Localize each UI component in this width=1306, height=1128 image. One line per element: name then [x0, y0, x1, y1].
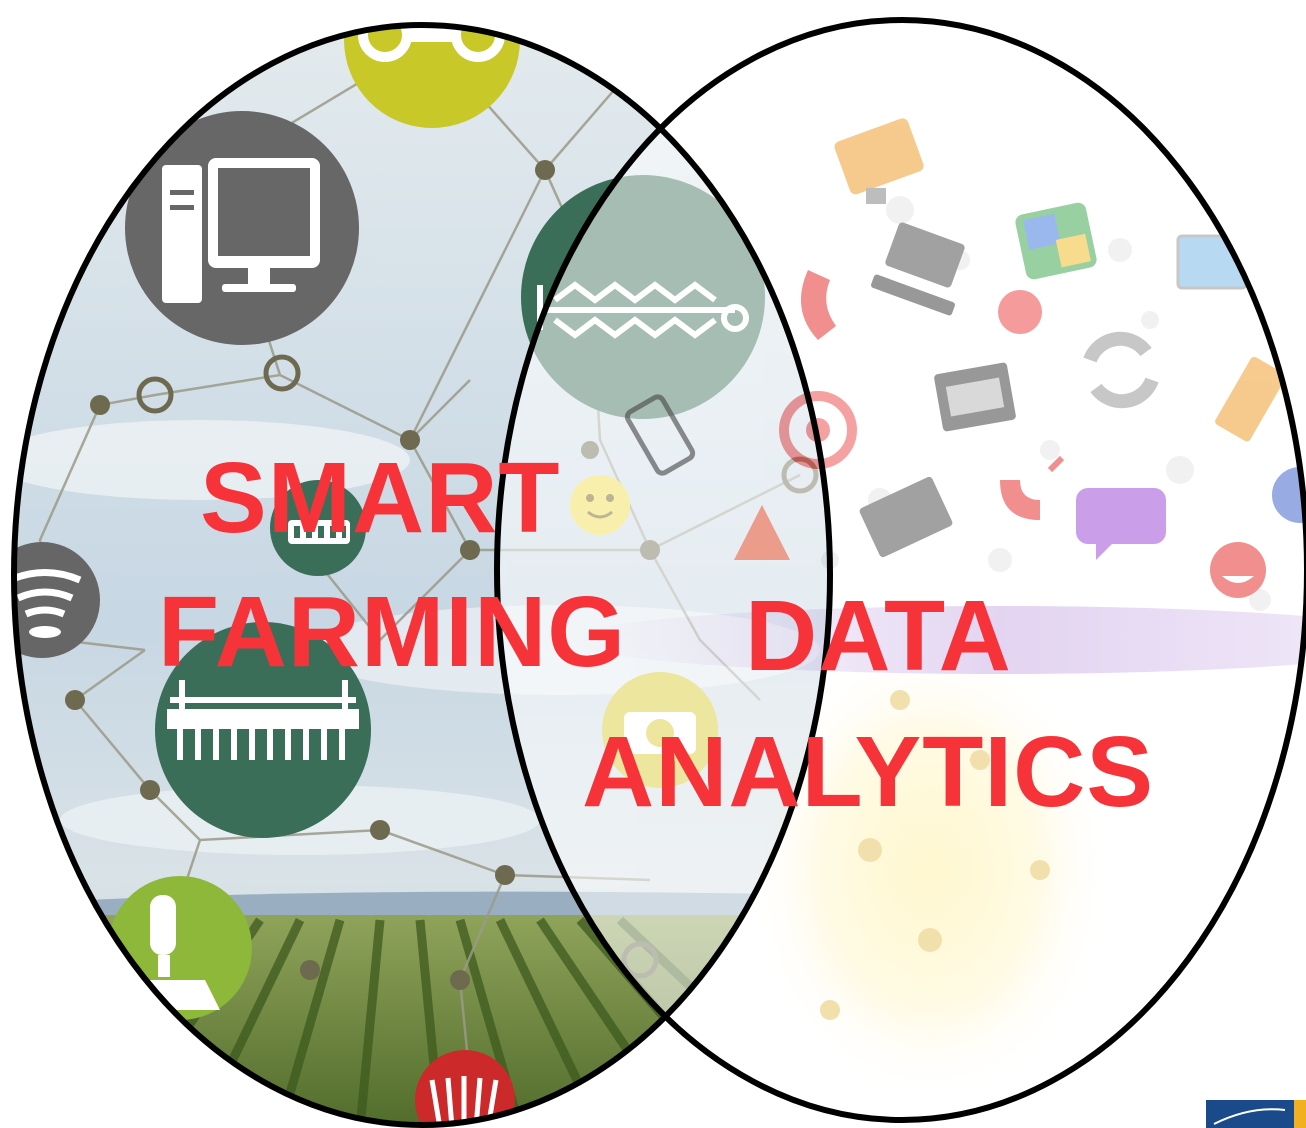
joystick-icon: [108, 876, 252, 1020]
data-analytics-circle: [494, 17, 1306, 1123]
sensor-node-icon: [270, 480, 366, 576]
smart-farming-circle: [11, 22, 833, 1128]
computer-icon: [125, 111, 359, 345]
sync-icon: [1083, 331, 1159, 409]
bulb-icon: [820, 690, 1050, 1020]
smartphone-icon: [624, 394, 696, 476]
data-label: DATA: [745, 580, 1012, 692]
chat-bubble-icon: [1076, 488, 1166, 560]
laptop-icon: [871, 222, 965, 316]
devil-smiley-icon: [1210, 542, 1266, 598]
magnet-icon: [1000, 455, 1065, 520]
book-icon: [1215, 356, 1286, 442]
analytics-label: ANALYTICS: [582, 716, 1155, 828]
record-icon: [998, 290, 1042, 334]
folder-icon: [859, 476, 953, 558]
farming-label: FARMING: [158, 576, 627, 688]
smart-label: SMART: [200, 442, 561, 554]
google-map-icon: [1015, 202, 1097, 280]
harrow-icon: [155, 622, 371, 838]
speaker-icon: [1272, 467, 1306, 523]
film-icon: [934, 362, 1016, 432]
warning-icon: [734, 505, 790, 560]
monitor-icon: [834, 118, 924, 204]
data-analytics-background: [497, 20, 1306, 1120]
phone-icon: [800, 270, 836, 340]
overlap-icons: [624, 394, 790, 560]
logo-fragment: [1206, 1100, 1306, 1128]
